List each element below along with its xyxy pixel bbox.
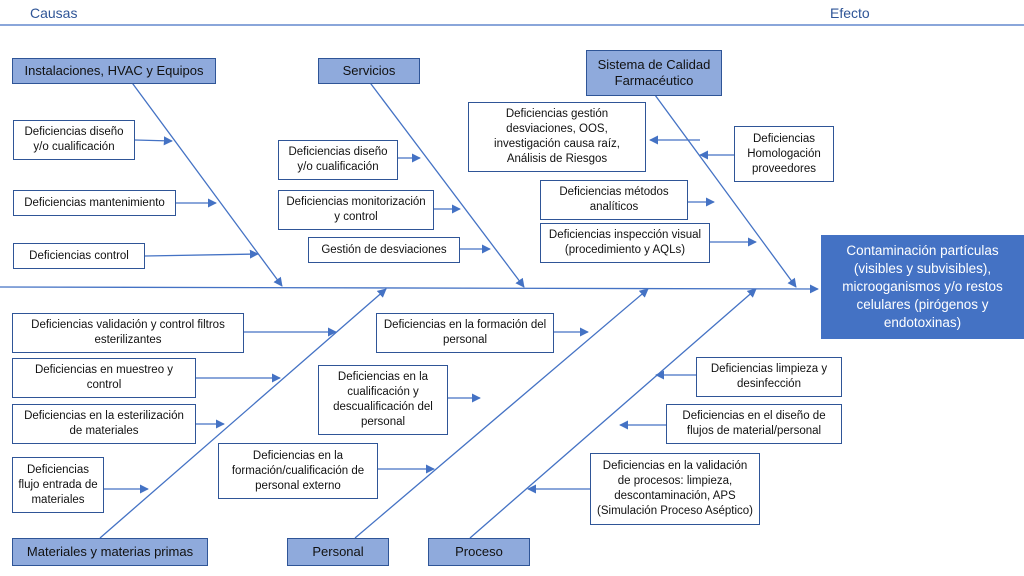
- spine: [0, 284, 819, 294]
- cause-proc-limpieza: Deficiencias limpieza y desinfección: [696, 357, 842, 397]
- cause-cal-homologacion: Deficiencias Homologación proveedores: [734, 126, 834, 182]
- cause-mat-flujo: Deficiencias flujo entrada de materiales: [12, 457, 104, 513]
- cause-inst-mantenimiento: Deficiencias mantenimiento: [13, 190, 176, 216]
- cause-pers-cualificacion: Deficiencias en la cualificación y descu…: [318, 365, 448, 435]
- cause-serv-desviaciones: Gestión de desviaciones: [308, 237, 460, 263]
- cause-proc-validacion: Deficiencias en la validación de proceso…: [590, 453, 760, 525]
- cause-mat-esterilizacion: Deficiencias en la esterilización de mat…: [12, 404, 196, 444]
- cause-inst-diseno: Deficiencias diseño y/o cualificación: [13, 120, 135, 160]
- category-personal: Personal: [287, 538, 389, 566]
- bone-servicios: [367, 79, 525, 288]
- arrow-inst-control: [144, 249, 259, 259]
- cause-inst-control: Deficiencias control: [13, 243, 145, 269]
- bone-proceso: [469, 288, 757, 539]
- arrow-inst-diseno: [134, 136, 173, 146]
- category-calidad: Sistema de Calidad Farmacéutico: [586, 50, 722, 96]
- cause-cal-gestion: Deficiencias gestión desviaciones, OOS, …: [468, 102, 646, 172]
- category-instalaciones: Instalaciones, HVAC y Equipos: [12, 58, 216, 84]
- effect-header: Efecto: [830, 5, 870, 21]
- cause-serv-diseno: Deficiencias diseño y/o cualificación: [278, 140, 398, 180]
- bone-calidad: [654, 94, 797, 288]
- cause-mat-validacion: Deficiencias validación y control filtro…: [12, 313, 244, 353]
- causes-header: Causas: [30, 5, 78, 21]
- cause-mat-muestreo: Deficiencias en muestreo y control: [12, 358, 196, 398]
- cause-serv-monitorizacion: Deficiencias monitorización y control: [278, 190, 434, 230]
- category-materiales: Materiales y materias primas: [12, 538, 208, 566]
- bone-materiales: [99, 288, 387, 539]
- bone-personal: [354, 288, 649, 539]
- category-proceso: Proceso: [428, 538, 530, 566]
- cause-pers-formacion: Deficiencias en la formación del persona…: [376, 313, 554, 353]
- cause-proc-diseno: Deficiencias en el diseño de flujos de m…: [666, 404, 842, 444]
- cause-cal-inspeccion: Deficiencias inspección visual (procedim…: [540, 223, 710, 263]
- cause-cal-metodos: Deficiencias métodos analíticos: [540, 180, 688, 220]
- effect-box: Contaminación partículas (visibles y sub…: [821, 235, 1024, 339]
- cause-pers-externo: Deficiencias en la formación/cualificaci…: [218, 443, 378, 499]
- category-servicios: Servicios: [318, 58, 420, 84]
